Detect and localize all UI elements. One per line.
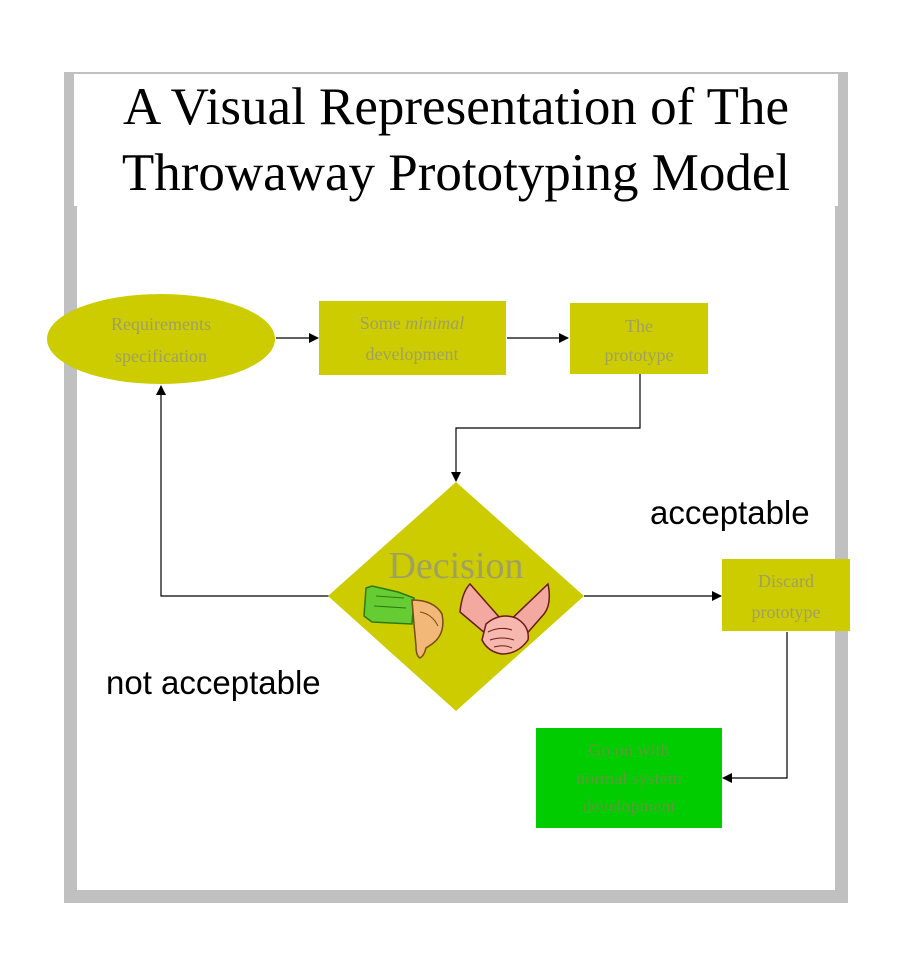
handshake-icon	[459, 582, 551, 655]
arrow-discard-to-go-on	[722, 632, 788, 783]
node-prototype: The prototype	[570, 303, 708, 374]
minimal-dev-prefix: Some	[360, 313, 406, 333]
minimal-dev-line-1: Some minimal	[360, 313, 465, 333]
decision-label: Decision	[388, 545, 523, 587]
node-requirements: Requirements specification	[47, 294, 275, 384]
prototype-line-2: prototype	[605, 345, 674, 365]
go-on-line-1: Go on with	[589, 740, 670, 760]
node-discard: Discard prototype	[722, 559, 850, 631]
arrow-prototype-to-decision	[451, 374, 641, 482]
go-on-line-3: development	[583, 796, 676, 816]
node-go-on: Go on with normal system development	[536, 728, 722, 828]
requirements-line-2: specification	[115, 346, 207, 366]
requirements-line-1: Requirements	[111, 314, 211, 334]
go-on-line-2: normal system	[576, 768, 682, 788]
prototype-line-1: The	[625, 316, 653, 336]
minimal-dev-italic: minimal	[405, 313, 464, 333]
node-minimal-development: Some minimal development	[319, 301, 506, 375]
title-line-2: Throwaway Prototyping Model	[121, 144, 791, 202]
label-not-acceptable: not acceptable	[106, 664, 321, 701]
discard-line-1: Discard	[758, 571, 814, 591]
minimal-dev-line-2: development	[366, 344, 459, 364]
node-decision: Decision	[328, 482, 584, 711]
arrow-decision-to-requirements	[156, 385, 329, 597]
page-title: A Visual Representation of The Throwaway…	[74, 74, 838, 206]
title-line-1: A Visual Representation of The	[122, 78, 790, 136]
label-acceptable: acceptable	[650, 494, 810, 531]
discard-line-2: prototype	[752, 602, 821, 622]
thumbs-down-icon	[363, 585, 444, 659]
